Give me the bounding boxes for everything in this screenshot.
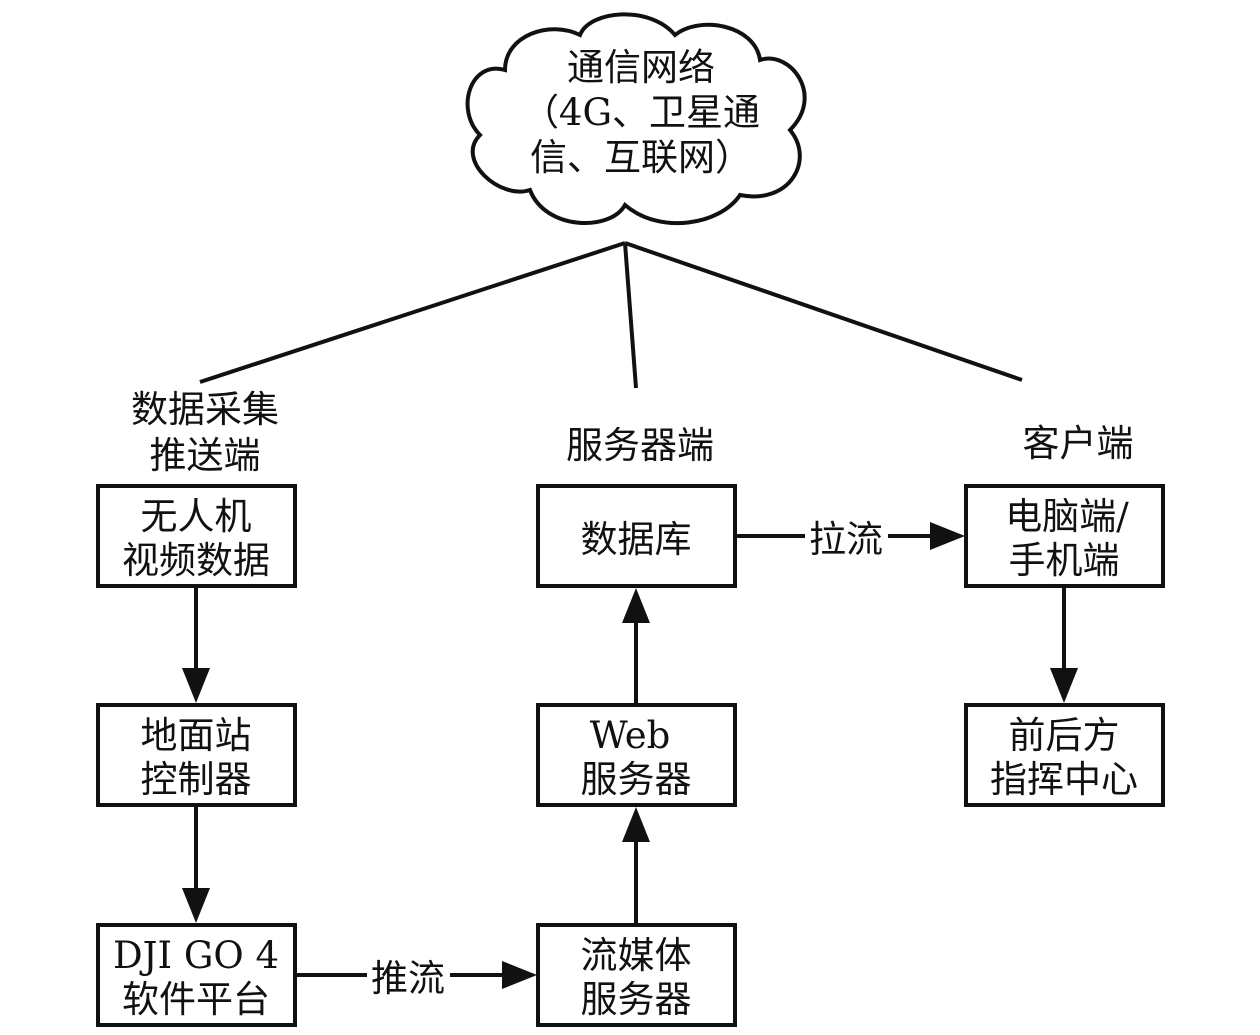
node-command-line-2: 指挥中心 [990, 758, 1138, 801]
cloud-shape [465, 12, 807, 226]
node-uav: 无人机 视频数据 [96, 484, 297, 588]
node-database: 数据库 [536, 484, 737, 588]
arrow-ground-to-djigo-head [182, 888, 210, 923]
node-uav-box [96, 484, 297, 588]
arrow-ground-to-djigo [182, 807, 210, 923]
node-web-line-2: 服务器 [581, 758, 692, 801]
node-ground-line-1: 地面站 [141, 714, 252, 757]
arrow-push-label: 推流 [371, 957, 445, 1000]
node-djigo-box [96, 923, 297, 1027]
node-stream-line-2: 服务器 [581, 978, 692, 1021]
node-pc-line-1: 电脑端/ [1005, 495, 1129, 538]
node-pc-line-2: 手机端 [1009, 539, 1120, 582]
network-links [199, 241, 1023, 389]
cloud-line-3: 信、互联网） [530, 136, 752, 179]
node-stream: 流媒体 服务器 [536, 923, 737, 1027]
arrow-pull: 拉流 [737, 518, 965, 561]
group-collect-line-2: 推送端 [150, 434, 261, 477]
node-uav-line-2: 视频数据 [122, 539, 270, 582]
network-cloud: 通信网络 （4G、卫星通 信、互联网） [465, 12, 807, 226]
arrow-pull-head [930, 522, 965, 550]
arrow-uav-to-ground [182, 588, 210, 703]
link-to-collect [199, 241, 626, 384]
link-to-server [623, 242, 638, 389]
group-server-label: 服务器端 [566, 424, 714, 467]
cloud-line-1: 通信网络 [567, 46, 715, 89]
node-database-box [536, 484, 737, 588]
arrow-stream-to-web [622, 807, 650, 923]
node-stream-box [536, 923, 737, 1027]
node-web-line-1: Web [590, 714, 671, 757]
node-ground: 地面站 控制器 [96, 703, 297, 807]
group-collect-line-1: 数据采集 [131, 388, 279, 431]
node-command-box [964, 703, 1165, 807]
node-command: 前后方 指挥中心 [964, 703, 1165, 807]
arrow-web-to-database-head [622, 588, 650, 623]
arrow-pull-label: 拉流 [809, 518, 883, 561]
node-stream-line-1: 流媒体 [581, 934, 692, 977]
node-pc: 电脑端/ 手机端 [964, 484, 1165, 588]
node-uav-line-1: 无人机 [141, 495, 252, 538]
node-command-line-1: 前后方 [1009, 714, 1120, 757]
node-djigo: DJI GO 4 软件平台 [96, 923, 297, 1027]
arrow-pc-to-command [1050, 588, 1078, 703]
node-ground-box [96, 703, 297, 807]
arrow-uav-to-ground-head [182, 668, 210, 703]
node-djigo-line-2: 软件平台 [122, 978, 270, 1021]
node-web-box [536, 703, 737, 807]
node-web: Web 服务器 [536, 703, 737, 807]
arrow-stream-to-web-head [622, 807, 650, 842]
link-to-client [624, 241, 1023, 382]
arrow-web-to-database [622, 588, 650, 703]
cloud-line-2: （4G、卫星通 [522, 91, 760, 134]
node-database-label: 数据库 [581, 518, 692, 561]
node-ground-line-2: 控制器 [141, 758, 252, 801]
arrow-pc-to-command-head [1050, 668, 1078, 703]
node-pc-box [964, 484, 1165, 588]
node-djigo-line-1: DJI GO 4 [113, 934, 279, 977]
group-client-label: 客户端 [1023, 422, 1134, 465]
arrow-push: 推流 [297, 957, 537, 1000]
arrow-push-head [502, 961, 537, 989]
